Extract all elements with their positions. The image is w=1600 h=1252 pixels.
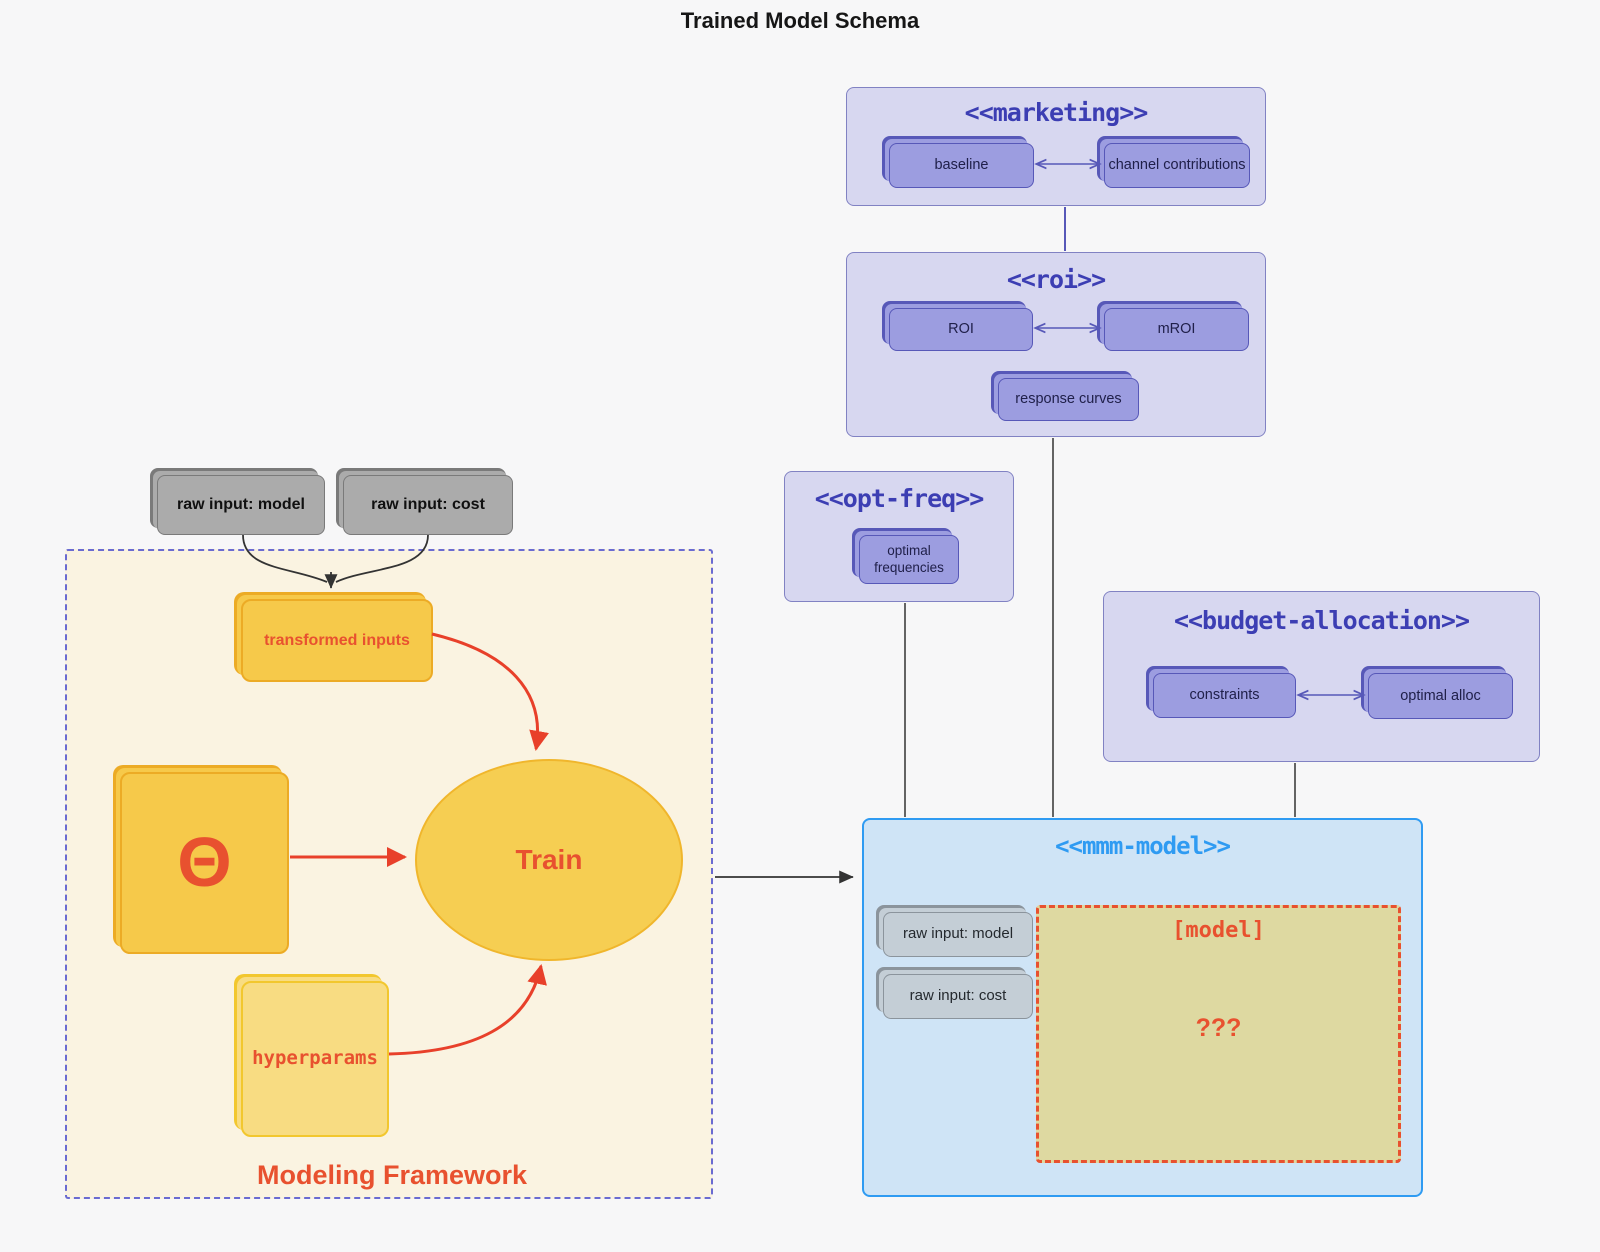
node-optimal-alloc-label: optimal alloc — [1400, 687, 1481, 704]
cluster-budget-allocation-title: <<budget-allocation>> — [1173, 606, 1470, 635]
node-mmm-raw-input-model-label: raw input: model — [902, 925, 1014, 943]
node-optimal-frequencies: optimal frequencies — [859, 535, 959, 584]
cluster-mmm-model-title: <<mmm-model>> — [1055, 832, 1231, 860]
diagram-title: Trained Model Schema — [680, 8, 920, 33]
node-baseline: baseline — [889, 143, 1034, 188]
node-hyperparams: hyperparams — [241, 981, 389, 1137]
node-theta: Θ — [120, 772, 289, 954]
node-raw-input-cost-label: raw input: cost — [371, 496, 485, 513]
node-optimal-frequencies-label: optimal frequencies — [874, 542, 944, 575]
node-constraints-label: constraints — [1189, 687, 1260, 704]
node-train: Train — [415, 759, 683, 961]
cluster-opt-freq: <<opt-freq>> optimal frequencies — [784, 471, 1014, 602]
node-response-curves: response curves — [998, 378, 1139, 421]
node-constraints: constraints — [1153, 673, 1296, 718]
node-channel-contributions: channel contributions — [1104, 143, 1250, 188]
node-mmm-raw-input-cost: raw input: cost — [883, 974, 1033, 1019]
node-transformed-inputs: transformed inputs — [241, 599, 433, 682]
node-raw-input-model: raw input: model — [157, 475, 325, 535]
node-mmm-raw-input-cost-label: raw input: cost — [909, 987, 1007, 1005]
cluster-roi-title: <<roi>> — [1006, 265, 1106, 294]
edge-transformed-to-train — [431, 632, 549, 751]
cluster-opt-freq-title: <<opt-freq>> — [814, 484, 985, 513]
node-hyperparams-label: hyperparams — [252, 1047, 378, 1070]
cluster-budget-allocation: <<budget-allocation>> constraints optima… — [1103, 591, 1540, 762]
model-placeholder-box: [model] ??? — [1036, 905, 1401, 1163]
node-response-curves-label: response curves — [1015, 391, 1122, 408]
node-raw-input-model-label: raw input: model — [177, 496, 305, 513]
cluster-marketing-title: <<marketing>> — [964, 98, 1149, 127]
cluster-marketing: <<marketing>> baseline channel contribut… — [846, 87, 1266, 206]
node-theta-label: Θ — [177, 823, 232, 902]
edge-raw-cost-to-transformed — [335, 534, 429, 583]
node-mroi: mROI — [1104, 308, 1249, 351]
node-optimal-alloc: optimal alloc — [1368, 673, 1513, 719]
edge-hyperparams-to-train — [388, 964, 547, 1056]
modeling-framework-label: Modeling Framework — [256, 1160, 528, 1190]
node-roi-label: ROI — [948, 321, 974, 338]
node-transformed-inputs-label: transformed inputs — [264, 631, 410, 649]
node-raw-input-cost: raw input: cost — [343, 475, 513, 535]
model-placeholder-title: [model] — [1172, 918, 1265, 943]
model-placeholder-question: ??? — [1195, 1014, 1242, 1042]
node-baseline-label: baseline — [934, 157, 989, 174]
node-mmm-raw-input-model: raw input: model — [883, 912, 1033, 957]
cluster-mmm-model: <<mmm-model>> raw input: model raw input… — [862, 818, 1423, 1197]
node-mroi-label: mROI — [1157, 321, 1196, 338]
node-train-label: Train — [515, 844, 583, 875]
cluster-roi: <<roi>> ROI mROI response curves — [846, 252, 1266, 437]
node-roi: ROI — [889, 308, 1033, 351]
node-channel-contributions-label: channel contributions — [1108, 157, 1246, 174]
cluster-modeling-framework: transformed inputs Θ Train hyperparams M… — [65, 549, 713, 1199]
edge-raw-model-to-transformed — [242, 534, 328, 583]
